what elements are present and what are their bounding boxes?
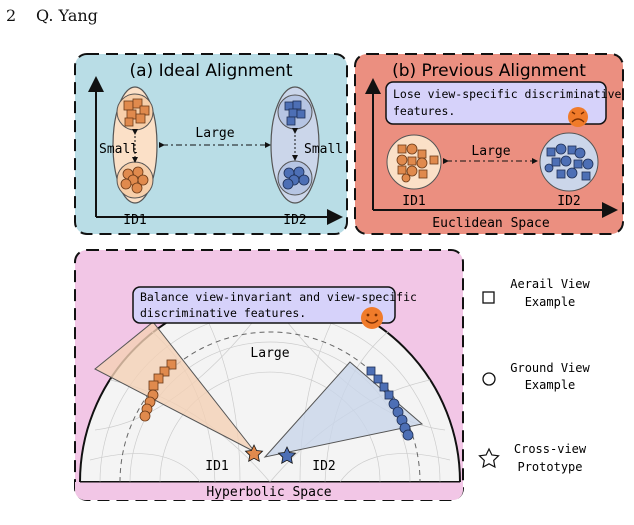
id2-label-a: ID2: [283, 213, 306, 228]
id1-aerial-cluster: [123, 98, 150, 127]
id1-ground-cluster: [120, 166, 149, 194]
page-number: 2: [6, 6, 17, 25]
id2-ground-branch: [388, 398, 414, 441]
circle-icon: [482, 372, 496, 386]
id1-prototype-star: [244, 444, 264, 462]
id1-mixed-cluster: [396, 143, 439, 183]
id2-label-b: ID2: [557, 194, 580, 209]
id2-mixed-cluster: [544, 143, 594, 181]
id1-label-c: ID1: [205, 459, 228, 474]
small-label-left: Small: [99, 142, 138, 157]
id1-label-b: ID1: [402, 194, 425, 209]
euclidean-space-label: Euclidean Space: [432, 216, 550, 231]
callout-c-line1: Balance view-invariant and view-specific: [140, 290, 417, 304]
panel-b-title: (b) Previous Alignment: [392, 61, 586, 81]
panel-a-title: (a) Ideal Alignment: [130, 61, 293, 81]
legend-proto-line1: Cross-view: [514, 442, 587, 456]
callout-c-line2: discriminative features.: [140, 306, 306, 320]
legend: Aerail View Example Ground View Example …: [478, 277, 591, 474]
id2-aerial-cluster: [284, 100, 306, 126]
star-icon: [478, 447, 500, 469]
large-label-b: Large: [471, 144, 510, 159]
callout-b-line2: features.: [393, 104, 455, 118]
id2-label-c: ID2: [312, 459, 335, 474]
legend-aerial-line2: Example: [525, 295, 576, 309]
small-label-right: Small: [304, 142, 343, 157]
page-header: 2 Q. Yang: [0, 0, 634, 40]
id2-ground-cluster: [282, 166, 310, 190]
legend-proto-line2: Prototype: [517, 460, 582, 474]
legend-ground-line1: Ground View: [510, 361, 590, 375]
square-icon: [482, 291, 495, 304]
running-author: Q. Yang: [36, 6, 98, 25]
id1-label-a: ID1: [123, 213, 146, 228]
id2-prototype-star: [277, 446, 297, 464]
panel-hierarchical-hyperbolic-alignment: Balance view-invariant and view-specific…: [74, 249, 464, 501]
panel-ideal-alignment: (a) Ideal Alignment Small: [74, 53, 348, 235]
callout-b-line1: Lose view-specific discriminative: [393, 87, 622, 101]
legend-aerial-line1: Aerail View: [510, 277, 590, 291]
legend-ground-line2: Example: [525, 378, 576, 392]
happy-face-icon: [361, 307, 383, 329]
hyperbolic-space-label: Hyperbolic Space: [206, 485, 331, 500]
id1-ground-branch: [139, 389, 159, 422]
panel-previous-alignment: (b) Previous Alignment Lose view-specifi…: [354, 53, 624, 235]
sad-face-icon: [568, 107, 588, 127]
large-label-c: Large: [250, 346, 289, 361]
id2-aerial-branch: [366, 366, 394, 400]
large-label-a: Large: [195, 126, 234, 141]
